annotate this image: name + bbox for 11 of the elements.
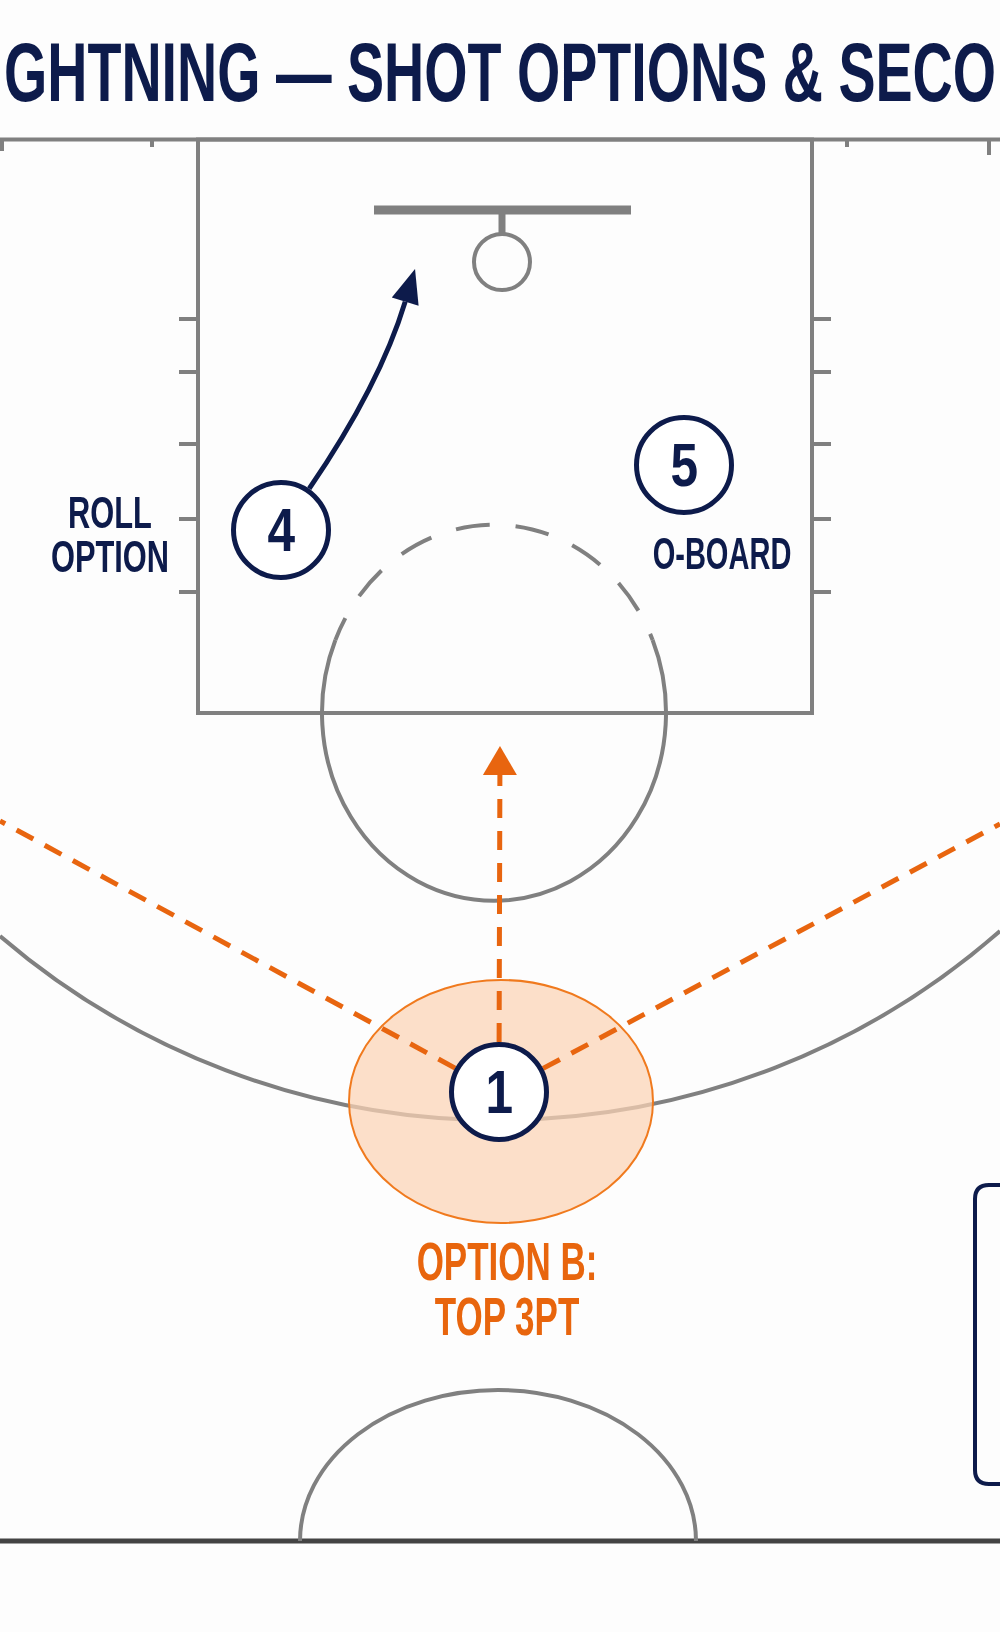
player-number: 4	[267, 499, 295, 561]
player-number: 5	[670, 434, 698, 496]
dashed-line	[541, 821, 1000, 1071]
dashed-line	[0, 818, 457, 1071]
position-label: ROLL OPTION	[50, 491, 170, 579]
diagram-title: GHTNING — SHOT OPTIONS & SECO	[4, 30, 997, 114]
player-number: 1	[485, 1061, 513, 1123]
dashed-arrow	[482, 746, 517, 1042]
position-label: O-BOARD	[652, 532, 792, 576]
arrow	[307, 269, 419, 491]
zone-label: OPTION B: TOP 3PT	[415, 1234, 599, 1344]
